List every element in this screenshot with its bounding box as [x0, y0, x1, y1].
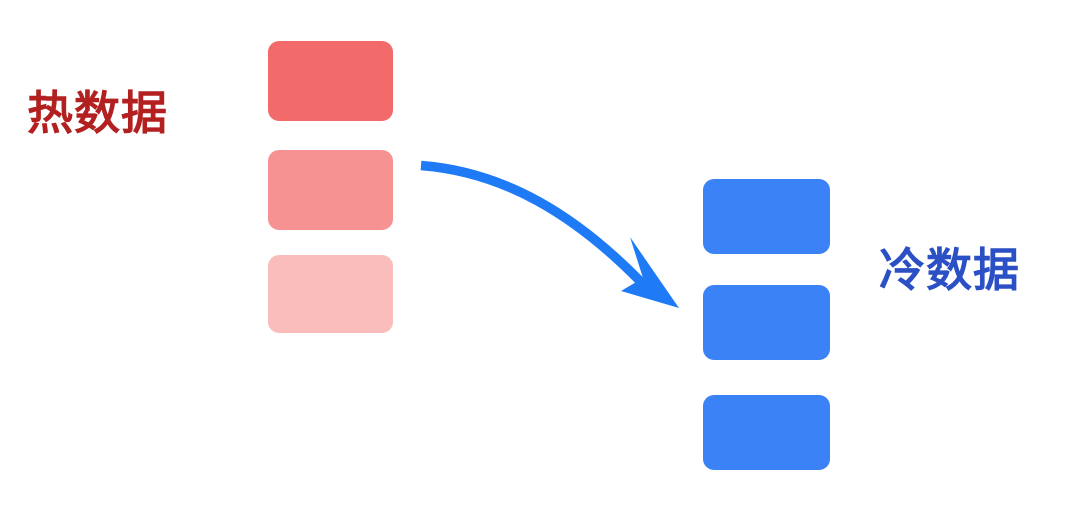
arrow-head [621, 237, 679, 308]
cold-data-block[interactable] [703, 285, 830, 360]
cold-data-block[interactable] [703, 395, 830, 470]
cold-data-block[interactable] [703, 179, 830, 254]
hot-data-block[interactable] [268, 255, 393, 333]
arrow-shaft [420, 160, 644, 285]
hot-data-label: 热数据 [27, 87, 168, 139]
hot-data-block[interactable] [268, 150, 393, 230]
cold-data-label: 冷数据 [879, 244, 1020, 296]
hot-data-block[interactable] [268, 41, 393, 121]
